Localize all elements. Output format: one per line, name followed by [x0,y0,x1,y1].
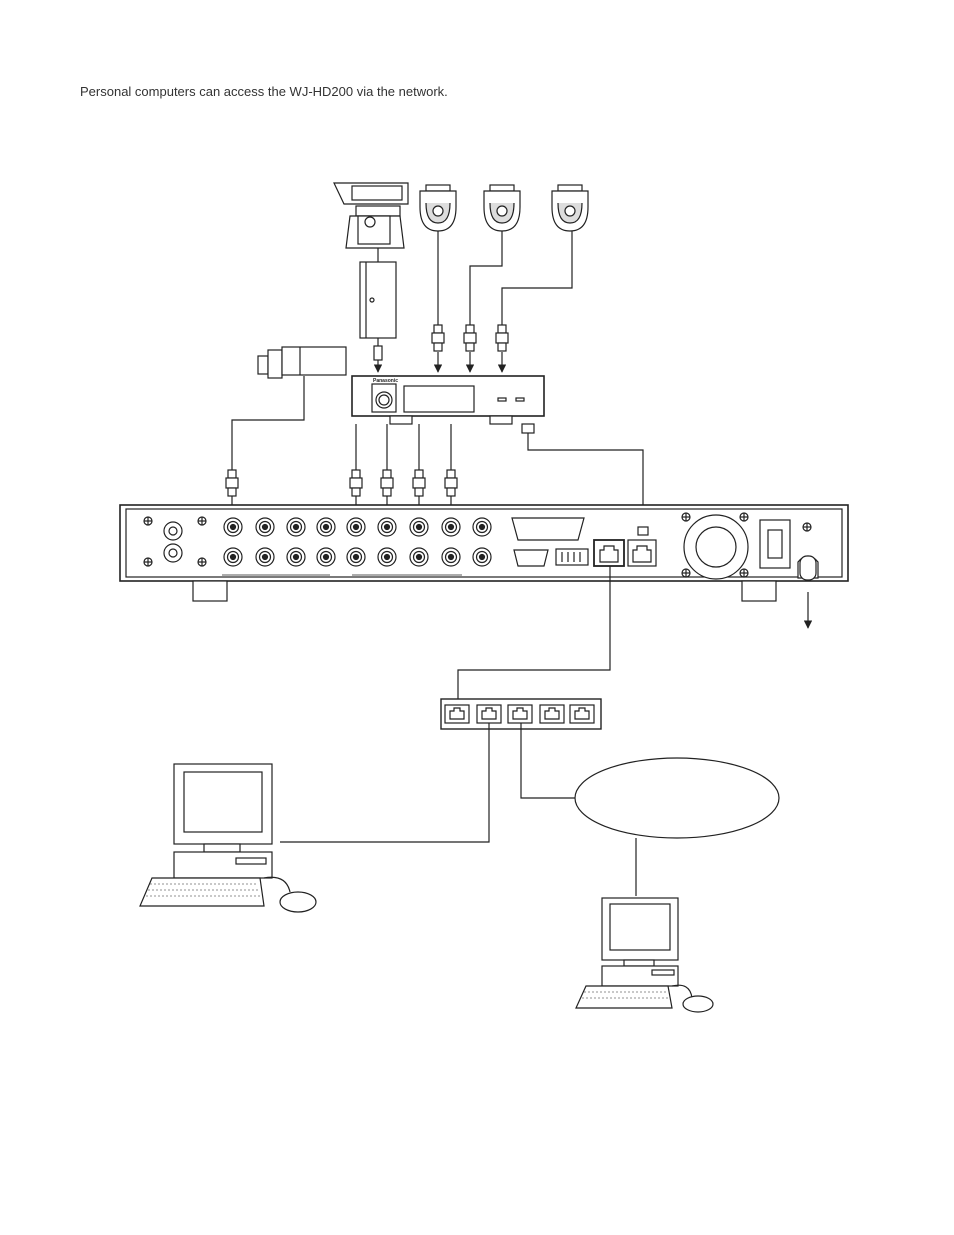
pc-icon [139,763,317,913]
intro-text: Personal computers can access the WJ-HD2… [80,84,448,99]
ptz-camera-icon [333,182,409,249]
dome-camera-icon [551,184,589,232]
dome-camera-icon [419,184,457,232]
pc-icon [575,897,714,1013]
network-ellipse [574,757,780,839]
system-controller-icon: Panasonic [351,375,545,425]
controller-brand: Panasonic [373,378,398,384]
dome-camera-icon [483,184,521,232]
box-camera-icon [257,346,347,379]
power-box-icon [359,261,397,339]
recorder-rear-panel [119,504,849,602]
